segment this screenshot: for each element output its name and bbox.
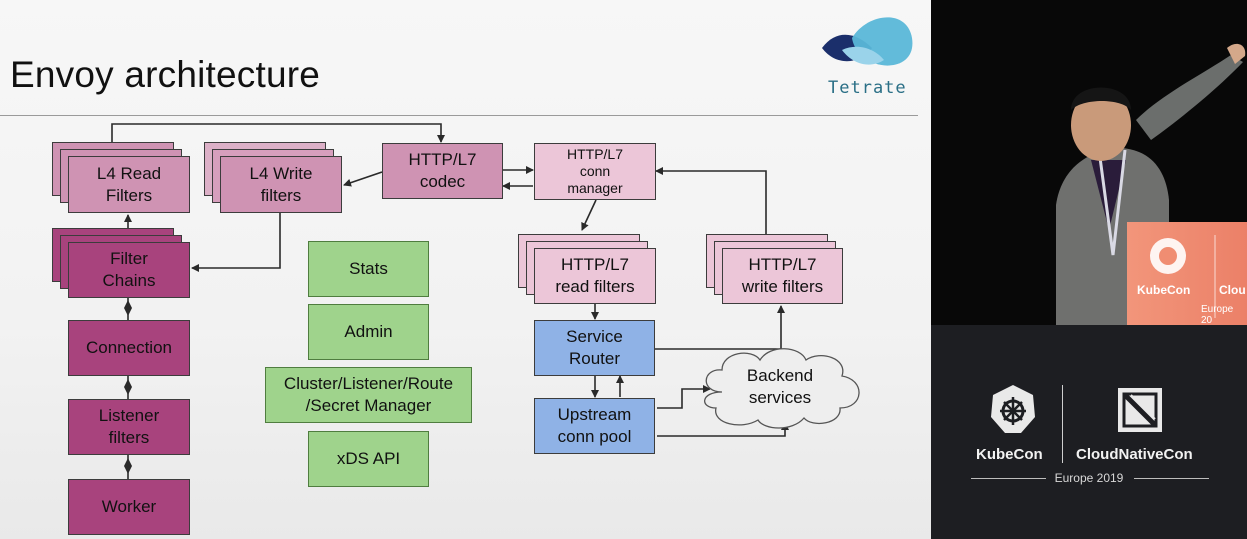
- worker-node: Worker: [68, 479, 190, 535]
- tetrate-logo-icon: [822, 17, 913, 66]
- podium-event-text: Europe 20: [1201, 304, 1234, 325]
- stats-node: Stats: [308, 241, 429, 297]
- connection-node: Connection: [68, 320, 190, 376]
- http-write-filters-node: HTTP/L7 write filters: [722, 248, 843, 304]
- http-codec-node: HTTP/L7 codec: [382, 143, 503, 199]
- l4-write-filters-node: L4 Write filters: [220, 156, 342, 213]
- event-rule-left: [971, 478, 1046, 479]
- diagram-connectors: [111, 123, 860, 479]
- xds-api-node: xDS API: [308, 431, 429, 487]
- title-divider: [0, 115, 918, 116]
- l4-read-filters-node: L4 Read Filters: [68, 156, 190, 213]
- presentation-slide: Envoy architecture Tetrate: [0, 0, 931, 539]
- logo-wordmark: Tetrate: [828, 78, 907, 98]
- speaker-video: KubeCon Clou Europe 20: [931, 0, 1247, 325]
- upstream-conn-pool-node: Upstream conn pool: [534, 398, 655, 454]
- podium-kubecon-text: KubeCon: [1137, 283, 1191, 297]
- backend-cloud-shape: [704, 348, 860, 429]
- podium-cloud-text: Clou: [1219, 283, 1246, 297]
- slide-title: Envoy architecture: [10, 54, 321, 95]
- kubecon-label: KubeCon: [976, 446, 1043, 463]
- brand-divider: [1062, 385, 1063, 463]
- listener-filters-node: Listener filters: [68, 399, 190, 455]
- filter-chains-node: Filter Chains: [68, 242, 190, 298]
- cloudnativecon-label: CloudNativeCon: [1076, 446, 1193, 463]
- speaker-image: [931, 0, 1247, 325]
- backend-services-label: Backend services: [746, 366, 814, 407]
- kubecon-logo-icon: [991, 385, 1035, 433]
- http-conn-manager-node: HTTP/L7 conn manager: [534, 143, 656, 200]
- http-read-filters-node: HTTP/L7 read filters: [534, 248, 656, 304]
- cloudnativecon-logo-icon: [1118, 388, 1162, 432]
- event-rule-right: [1134, 478, 1209, 479]
- cluster-manager-node: Cluster/Listener/Route /Secret Manager: [265, 367, 472, 423]
- service-router-node: Service Router: [534, 320, 655, 376]
- admin-node: Admin: [308, 304, 429, 360]
- conference-branding: KubeCon CloudNativeCon Europe 2019: [931, 325, 1247, 539]
- event-label: Europe 2019: [1054, 471, 1124, 485]
